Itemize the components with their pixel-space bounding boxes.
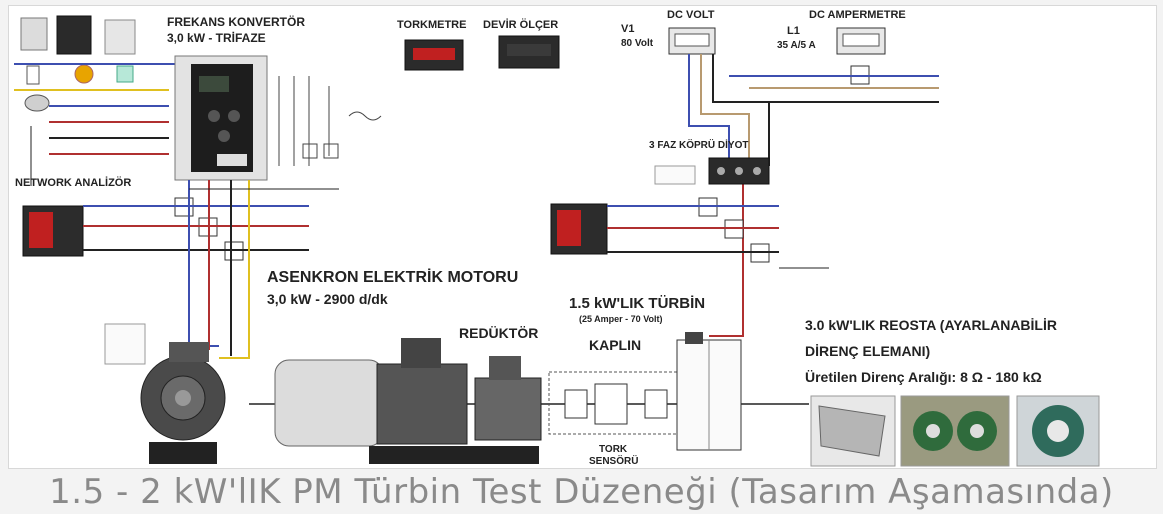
v1-spec: 80 Volt [621, 38, 654, 49]
torque-sensor-label-1: TORK [599, 444, 628, 455]
rheostat-photo-2 [900, 395, 1010, 467]
switchgear-group [20, 15, 136, 112]
test-rig-diagram: FREKANS KONVERTÖR 3,0 kW - TRİFAZE TORKM… [14, 9, 1100, 467]
rheostat-title-line1: 3.0 kW'LIK REOSTA (AYARLANABİLİR [805, 317, 1057, 333]
freq-converter-spec: 3,0 kW - TRİFAZE [167, 30, 266, 45]
asynchronous-motor [274, 338, 489, 464]
rpm-meter [498, 35, 560, 69]
turbine-spec: (25 Amper - 70 Volt) [579, 314, 663, 324]
network-analyzer-right [550, 203, 608, 255]
l1-spec: 35 A/5 A [777, 40, 816, 51]
bridge-diode-label: 3 FAZ KÖPRÜ DİYOT [649, 138, 748, 151]
schematic-inset [104, 323, 146, 365]
dc-volt-label: DC VOLT [667, 9, 715, 21]
wire-bundle-left [14, 63, 209, 186]
small-motor [140, 342, 226, 464]
dc-ammeter-label: DC AMPERMETRE [809, 9, 906, 21]
rheostat-photo-3 [1016, 395, 1100, 467]
control-circuit [278, 76, 382, 166]
rheostat-photo-1 [810, 395, 896, 467]
diagram-frame: FREKANS KONVERTÖR 3,0 kW - TRİFAZE TORKM… [8, 5, 1157, 469]
motor-spec: 3,0 kW - 2900 d/dk [267, 291, 388, 307]
reducer-label: REDÜKTÖR [459, 325, 538, 341]
turbine-title: 1.5 kW'LIK TÜRBİN [569, 295, 705, 312]
figure-caption: 1.5 - 2 kW'lIK PM Türbin Test Düzeneği (… [49, 472, 1114, 512]
dc-wiring [688, 54, 939, 337]
torque-meter-label: TORKMETRE [397, 19, 466, 31]
dc-voltmeter [668, 27, 716, 55]
coupling-assembly [548, 371, 680, 435]
v1-name: V1 [621, 23, 634, 35]
network-analyzer-label: NETWORK ANALİZÖR [15, 176, 131, 189]
torque-meter [404, 39, 464, 71]
dc-ammeter [836, 27, 886, 85]
network-analyzer-left [22, 205, 84, 257]
freq-converter-title: FREKANS KONVERTÖR [167, 14, 305, 29]
torque-sensor-label-2: SENSÖRÜ [589, 454, 638, 467]
pm-turbine [676, 332, 742, 451]
bridge-diode [654, 157, 770, 185]
three-phase-lines [83, 180, 829, 359]
rpm-meter-label: DEVİR ÖLÇER [483, 18, 558, 31]
frequency-converter [174, 55, 268, 181]
rheostat-range: Üretilen Direnç Aralığı: 8 Ω - 180 kΩ [805, 369, 1042, 385]
motor-title: ASENKRON ELEKTRİK MOTORU [267, 268, 518, 286]
rheostat-title-line2: DİRENÇ ELEMANI) [805, 343, 930, 359]
reducer [474, 356, 542, 464]
l1-name: L1 [787, 25, 800, 37]
coupling-label: KAPLIN [589, 337, 641, 353]
